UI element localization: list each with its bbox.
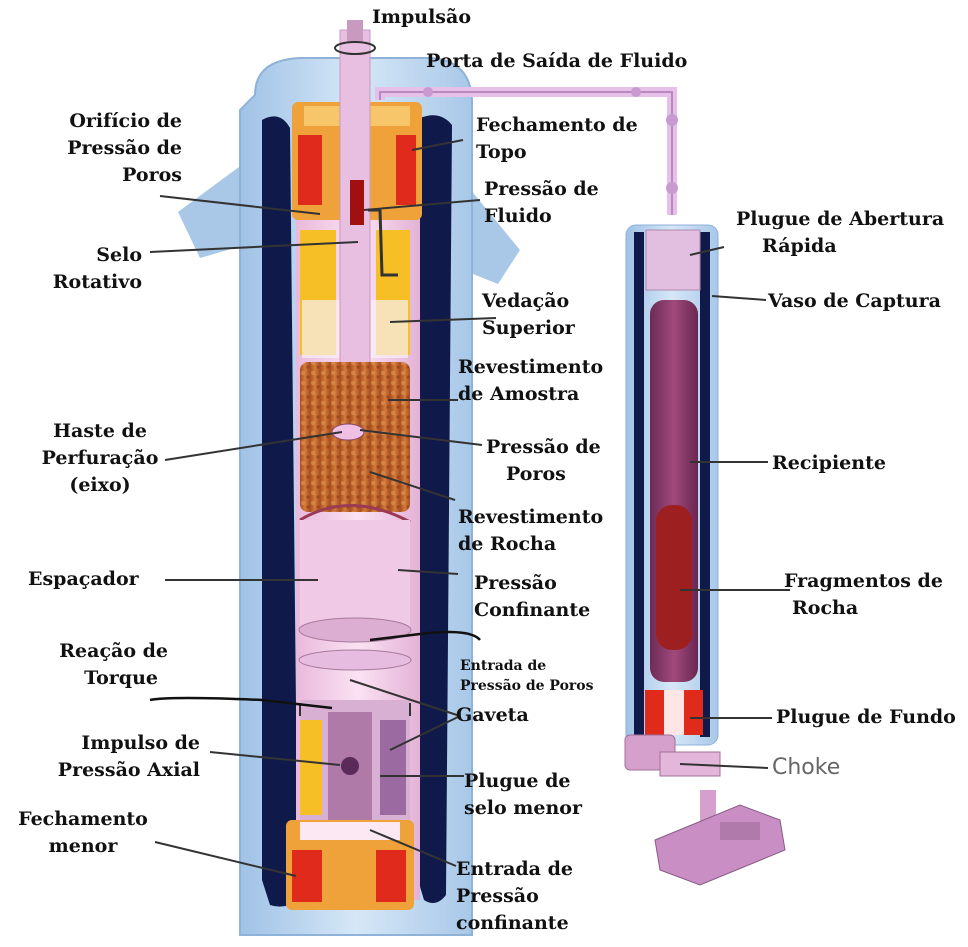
rock-fragments <box>656 505 692 650</box>
quick-open-plug <box>646 230 700 290</box>
label-plugue-fundo: Plugue de Fundo <box>776 704 956 731</box>
label-espacador: Espaçador <box>28 566 139 593</box>
label-gaveta: Gaveta <box>456 702 529 729</box>
top-red-right <box>396 135 416 205</box>
capture-vessel <box>625 225 785 885</box>
choke-assembly <box>625 735 785 885</box>
label-choke: Choke <box>772 754 840 781</box>
label-vaso-captura: Vaso de Captura <box>768 288 941 315</box>
top-red-left <box>298 135 322 205</box>
lower-seal-left <box>300 720 322 815</box>
label-porta-saida-fluido: Porta de Saída de Fluido <box>426 48 687 75</box>
lower-seal-right <box>380 720 406 815</box>
label-recipiente: Recipiente <box>772 450 886 477</box>
label-impulsao: Impulsão <box>372 4 471 31</box>
spacer <box>300 520 410 630</box>
